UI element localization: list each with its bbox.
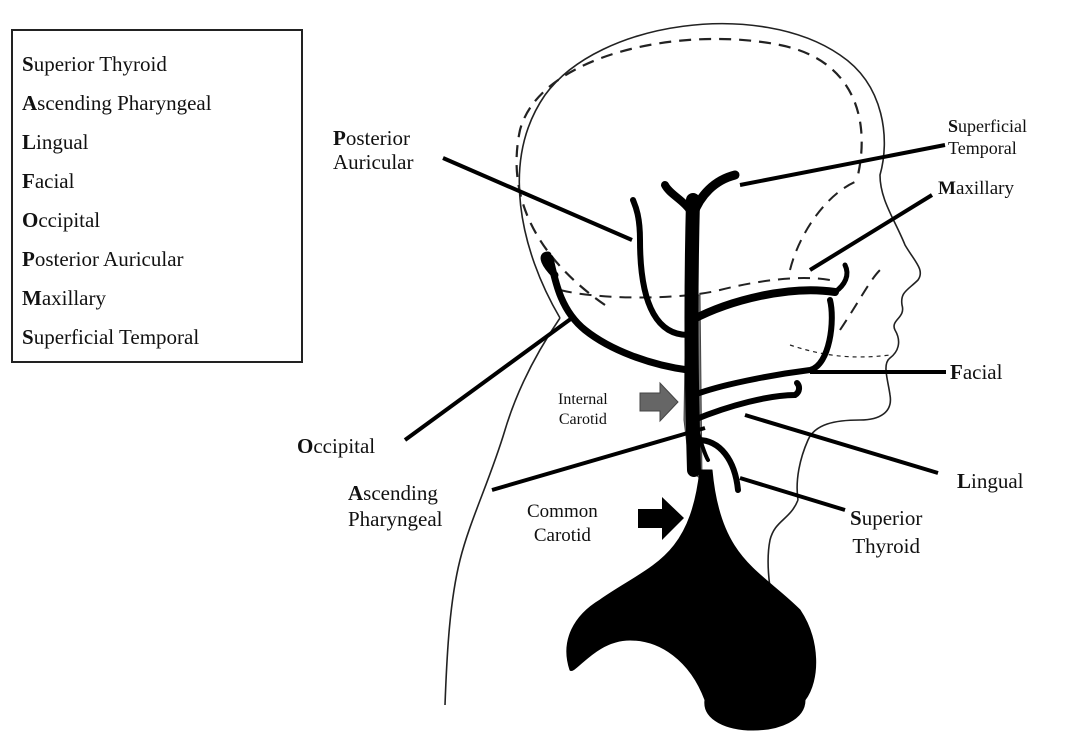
superior-thyroid-pointer <box>740 478 845 510</box>
superficial-temporal-branch <box>693 175 735 215</box>
chin-dashed-outline <box>790 345 890 357</box>
occipital-pointer <box>405 318 572 440</box>
label-occipital: Occipital <box>297 434 375 458</box>
arterial-tree <box>544 175 847 730</box>
label-internal-carotid: Internal Carotid <box>558 390 608 430</box>
common-carotid-trunk <box>567 470 816 730</box>
legend-item: Lingual <box>22 123 301 162</box>
legend-item: Superior Thyroid <box>22 45 301 84</box>
maxillary-branch-upper <box>835 265 847 292</box>
lingual-pointer <box>745 415 938 473</box>
legend-item: Superficial Temporal <box>22 318 301 357</box>
maxillary-branch <box>692 290 835 320</box>
ascending-pharyngeal-pointer <box>492 428 705 490</box>
common-carotid-arrow <box>638 497 684 540</box>
superficial-temporal-pointer <box>740 145 945 185</box>
label-superficial-temporal: Superficial Temporal <box>948 115 1027 159</box>
mnemonic-legend: Superior Thyroid Ascending Pharyngeal Li… <box>11 29 303 363</box>
label-lingual: Lingual <box>957 469 1024 493</box>
internal-carotid-arrow <box>640 383 678 421</box>
legend-item: Occipital <box>22 201 301 240</box>
occipital-branch <box>550 258 688 370</box>
label-ascending-pharyngeal: Ascending Pharyngeal <box>348 480 442 532</box>
label-facial: Facial <box>950 360 1002 384</box>
label-posterior-auricular: Posterior Auricular <box>333 126 413 174</box>
facial-branch <box>694 300 832 395</box>
legend-item: Maxillary <box>22 279 301 318</box>
legend-item: Facial <box>22 162 301 201</box>
posterior-auricular-pointer <box>443 158 632 240</box>
posterior-auricular-branch <box>633 200 688 335</box>
label-maxillary: Maxillary <box>938 177 1014 201</box>
label-common-carotid: Common Carotid <box>527 500 598 548</box>
label-superior-thyroid: Superior Thyroid <box>850 504 922 560</box>
legend-item: Ascending Pharyngeal <box>22 84 301 123</box>
legend-item: Posterior Auricular <box>22 240 301 279</box>
